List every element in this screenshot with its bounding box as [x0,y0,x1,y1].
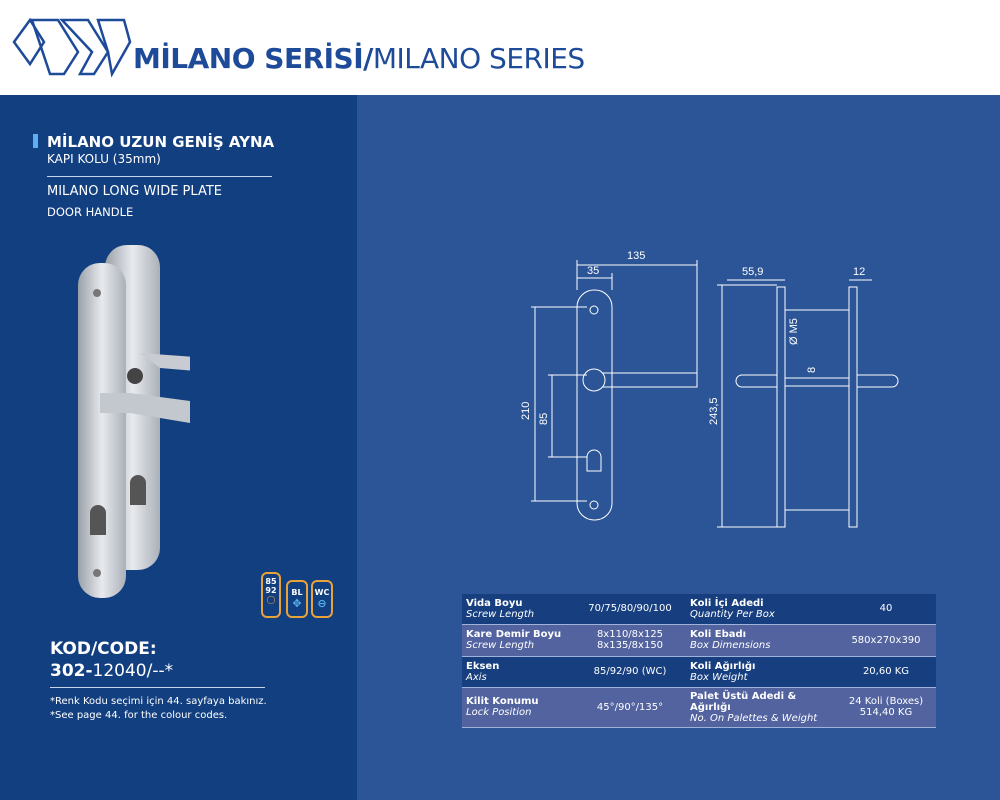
table-cell: 20,60 KG [836,656,936,688]
cross-knob-icon: ✥ [292,597,302,610]
dim-axis: 85 [538,413,550,425]
dim-width: 135 [627,250,645,262]
divider [47,176,272,177]
color-note-tr: *Renk Kodu seçimi için 44. sayfaya bakın… [50,696,267,707]
technical-drawing: 135 35 210 85 55,9 12 243,5 Ø M5 8 [520,250,899,528]
header: MİLANO SERİSİ/MILANO SERIES [0,0,1000,95]
dim-plate: 12 [853,266,865,278]
wc-knob-icon: ⊖ [317,597,327,610]
table-cell: 40 [836,594,936,625]
wc-badge: WC⊖ [311,580,333,618]
table-cell: 45°/90°/135° [574,687,686,728]
table-cell: 580x270x390 [836,624,936,657]
product-title-en: MILANO LONG WIDE PLATE [47,184,222,199]
table-cell: 24 Koli (Boxes)514,40 KG [836,687,936,728]
product-subtitle-tr: KAPI KOLU (35mm) [47,152,161,166]
divider [50,687,265,688]
product-code: 302-12040/--* [50,661,174,681]
brand-logo [12,17,132,78]
table-cell: 70/75/80/90/100 [574,594,686,625]
color-note-en: *See page 44. for the colour codes. [50,710,228,721]
code-label: KOD/CODE: [50,639,157,659]
dim-screw: Ø M5 [788,318,800,345]
title-accent [33,134,38,148]
dim-offset: 35 [587,265,599,277]
page-title: MİLANO SERİSİ/MILANO SERIES [133,42,585,75]
product-subtitle-en: DOOR HANDLE [47,205,134,219]
dim-height: 210 [520,402,532,420]
dim-spindle: 8 [806,367,818,373]
dim-depth: 55,9 [742,266,763,278]
bl-badge: BL✥ [286,580,308,618]
table-cell: 85/92/90 (WC) [574,656,686,688]
keyhole-icon: ◯ [266,595,276,604]
door-handle-photo [78,245,190,598]
product-panel: MİLANO UZUN GENİŞ AYNA KAPI KOLU (35mm) … [0,95,357,800]
dim-side-height: 243,5 [708,397,720,425]
product-title-tr: MİLANO UZUN GENİŞ AYNA [47,133,275,151]
